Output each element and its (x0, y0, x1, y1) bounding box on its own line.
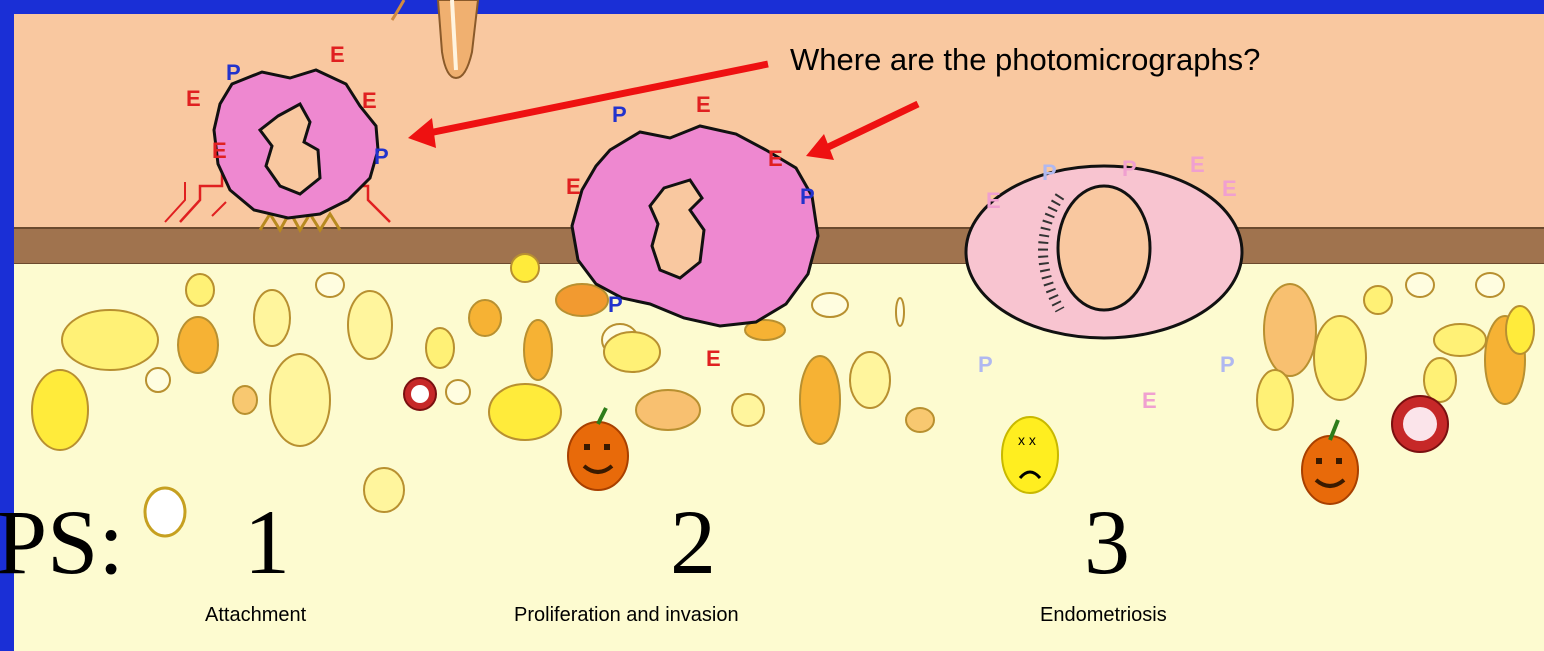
svg-text:E: E (696, 92, 711, 117)
svg-text:P: P (800, 184, 815, 209)
svg-text:P: P (1220, 352, 1235, 377)
macrophage-icon (145, 488, 185, 536)
step-number-1: 1 (244, 496, 290, 588)
svg-text:P: P (608, 292, 623, 317)
svg-text:E: E (1190, 152, 1205, 177)
svg-text:E: E (768, 146, 783, 171)
svg-text:P: P (1042, 160, 1057, 185)
step-caption-1: Attachment (205, 604, 306, 627)
step-caption-3: Endometriosis (1040, 604, 1167, 627)
svg-text:E: E (330, 42, 345, 67)
svg-text:E: E (986, 188, 1001, 213)
step-number-3: 3 (1084, 496, 1130, 588)
svg-text:E: E (186, 86, 201, 111)
svg-text:E: E (212, 138, 227, 163)
callout-question: Where are the photomicrographs? (790, 42, 1260, 78)
svg-text:P: P (374, 144, 389, 169)
svg-text:E: E (706, 346, 721, 371)
svg-text:P: P (226, 60, 241, 85)
svg-text:P: P (612, 102, 627, 127)
svg-text:P: P (978, 352, 993, 377)
steps-label: PS: (0, 496, 124, 588)
svg-text:P: P (1122, 156, 1137, 181)
step-caption-2: Proliferation and invasion (514, 604, 739, 627)
svg-text:x x: x x (1018, 432, 1036, 448)
step-number-2: 2 (670, 496, 716, 588)
svg-text:E: E (362, 88, 377, 113)
endometrial-cell-3 (966, 166, 1242, 338)
svg-text:E: E (566, 174, 581, 199)
svg-text:E: E (1142, 388, 1157, 413)
sad-face-icon: x x (1002, 417, 1058, 493)
svg-text:E: E (1222, 176, 1237, 201)
